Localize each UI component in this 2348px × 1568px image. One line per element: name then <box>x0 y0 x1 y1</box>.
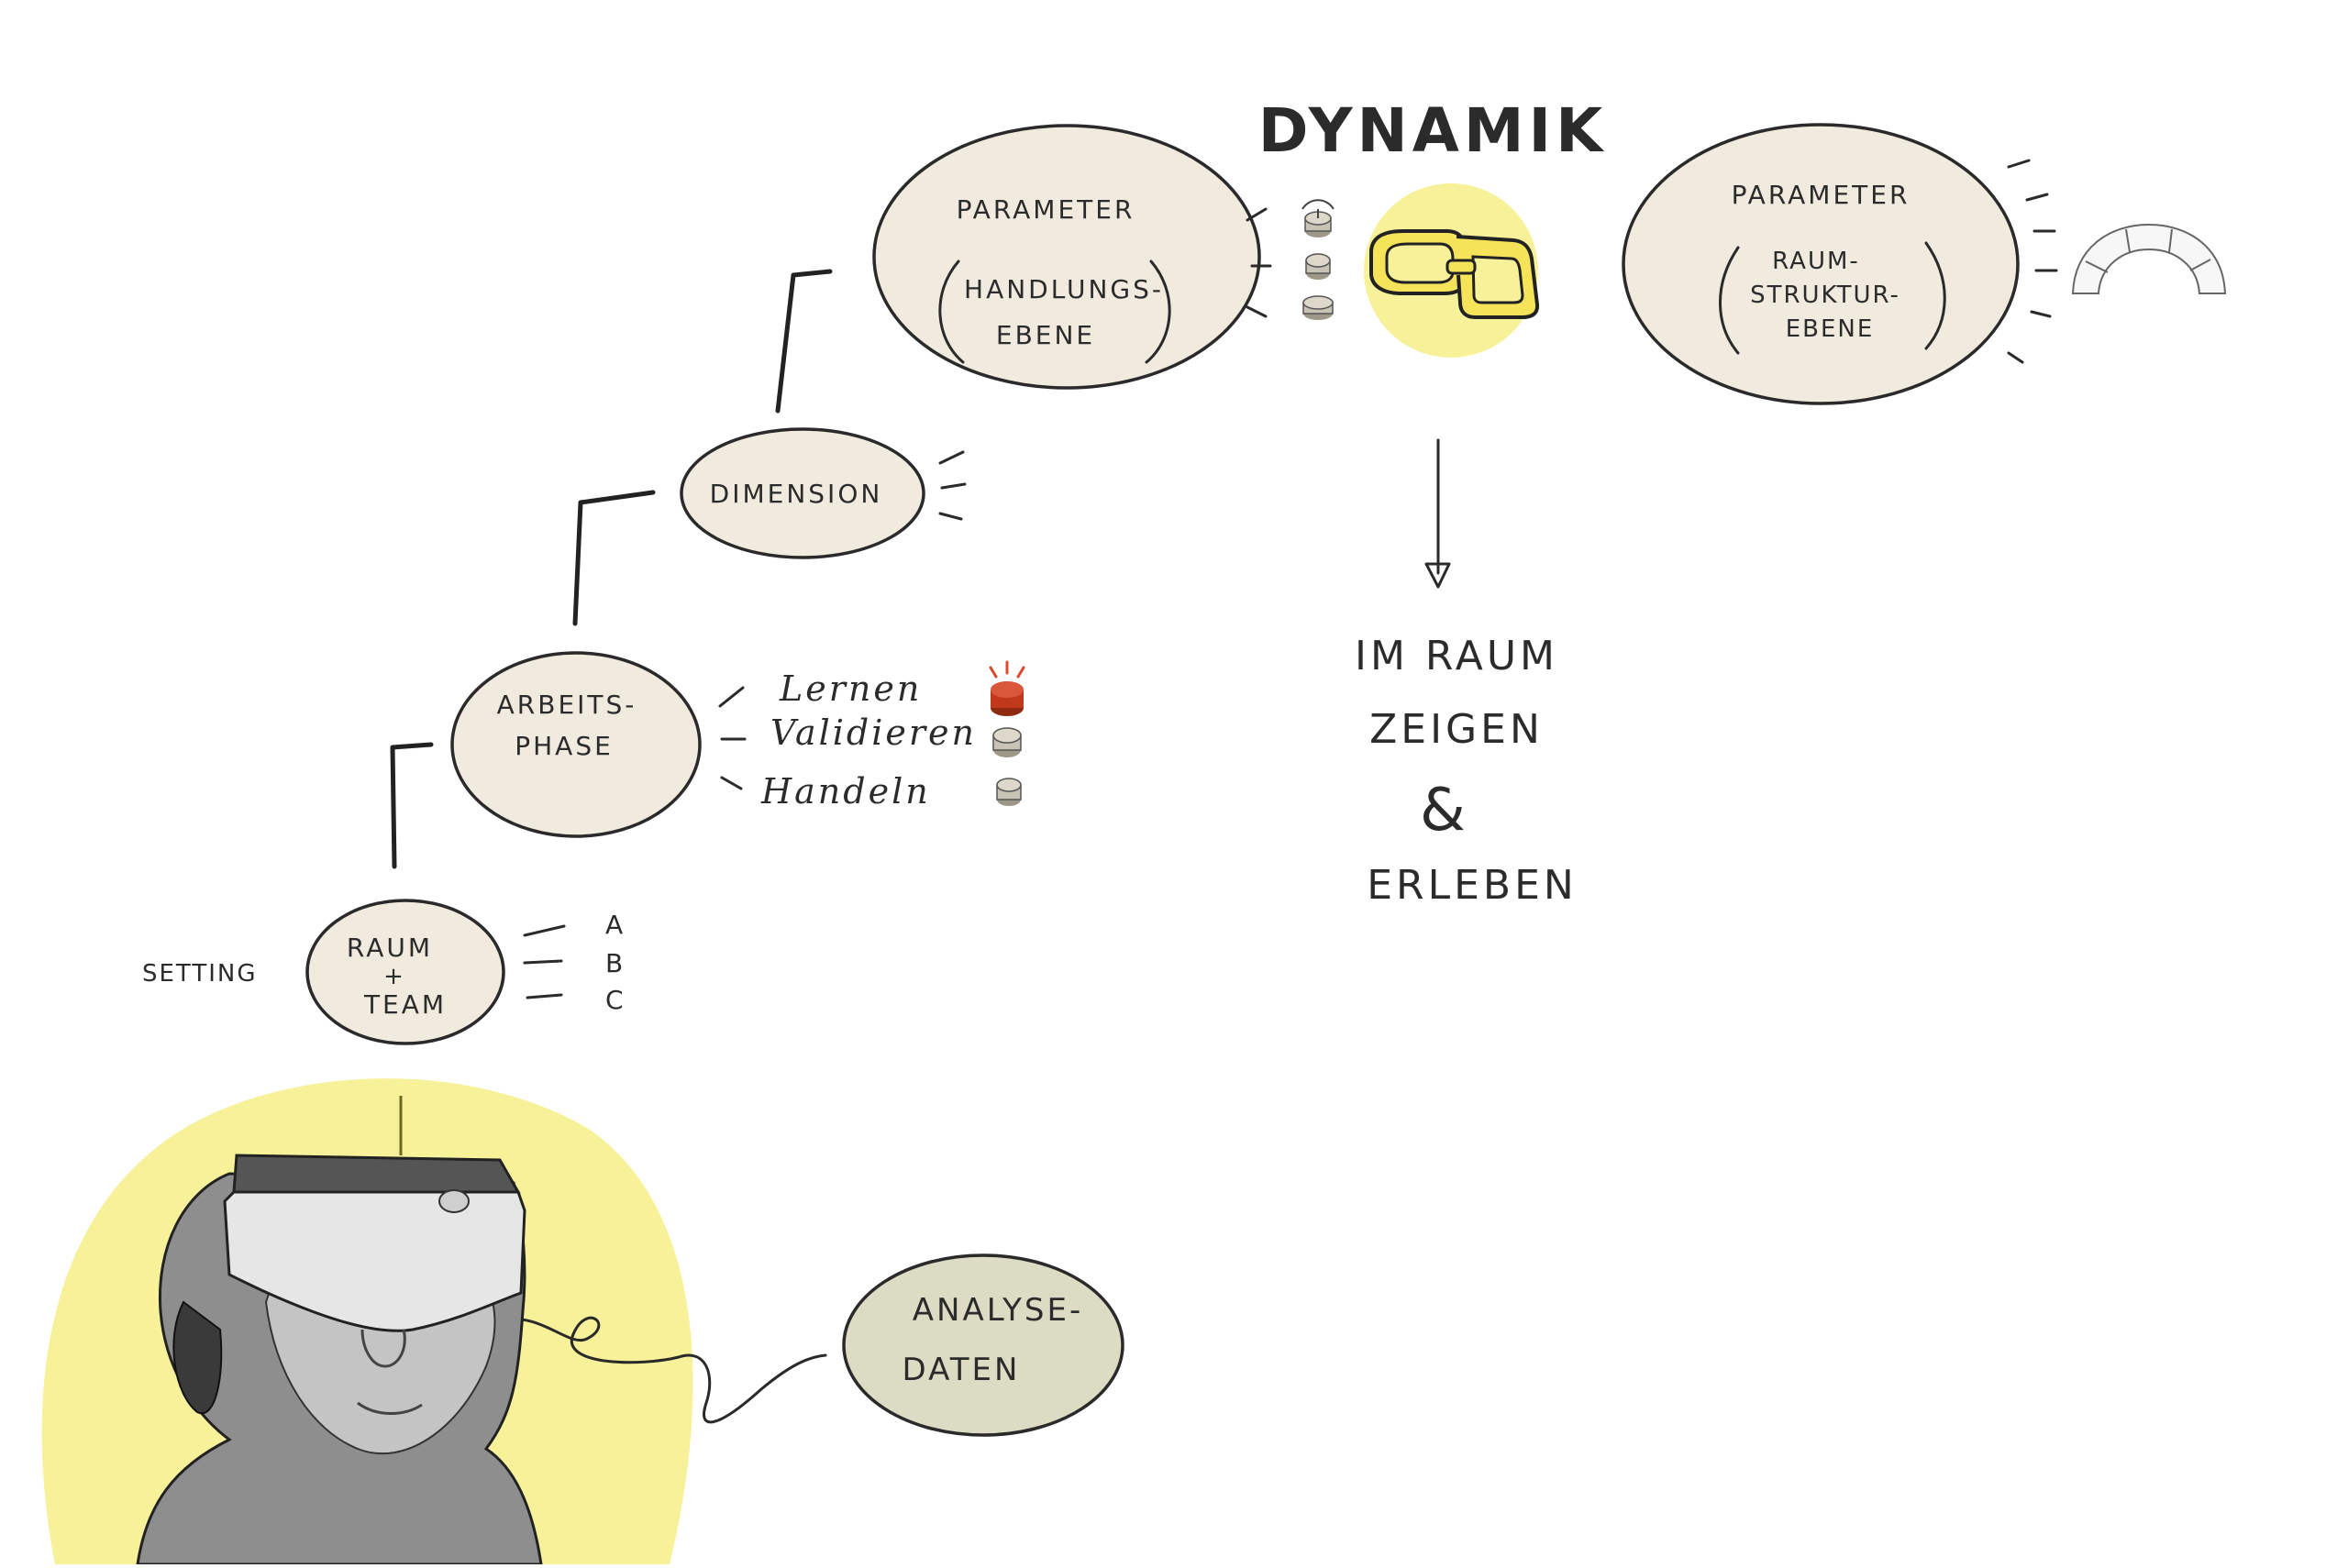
setting-label: SETTING <box>142 960 258 988</box>
connector-dimension-parameter <box>778 271 830 411</box>
outcome-line2: ZEIGEN <box>1369 706 1544 753</box>
raum-team-line3: TEAM <box>363 989 447 1020</box>
phase-handeln-button[interactable] <box>997 778 1021 806</box>
dimension-ticks <box>940 452 965 519</box>
vr-user-illustration <box>138 1155 541 1564</box>
action-knob-middle[interactable] <box>1306 254 1330 280</box>
phase-ticks <box>720 688 745 789</box>
action-knob-wide[interactable] <box>1303 296 1333 320</box>
outcome-line4: ERLEBEN <box>1367 862 1578 909</box>
phase-validieren: Validieren <box>770 712 977 753</box>
parameter-handlung-title: PARAMETER <box>957 194 1135 225</box>
parameter-handlung-line2: EBENE <box>996 320 1095 350</box>
arch-space-icon <box>2073 225 2225 293</box>
phase-validieren-button[interactable] <box>993 728 1021 757</box>
team-option-ticks <box>525 926 564 998</box>
phase-handeln: Handeln <box>760 771 931 812</box>
node-raum-team <box>307 900 504 1043</box>
dynamik-title: DYNAMIK <box>1258 95 1607 166</box>
parameter-raum-line3: EBENE <box>1786 315 1875 343</box>
team-option-c: C <box>605 985 626 1015</box>
dimension-label: DIMENSION <box>710 479 883 509</box>
parameter-raum-line2: STRUKTUR- <box>1750 282 1900 309</box>
raum-team-line1: RAUM <box>347 933 433 963</box>
analyse-line1: ANALYSE- <box>913 1292 1083 1329</box>
team-option-b: B <box>605 948 626 978</box>
node-analyse-daten <box>844 1255 1123 1435</box>
connector-arbeitsphase-dimension <box>575 492 653 624</box>
arbeitsphase-line2: PHASE <box>515 731 614 761</box>
action-knob-timer[interactable] <box>1302 200 1334 237</box>
connector-raumteam-arbeitsphase <box>393 745 431 867</box>
outcome-line3: & <box>1420 777 1469 845</box>
team-option-a: A <box>605 910 626 940</box>
phase-lernen-button[interactable] <box>991 662 1024 716</box>
analyse-line2: DATEN <box>903 1352 1021 1388</box>
arbeitsphase-line1: ARBEITS- <box>497 690 637 720</box>
phase-lernen: Lernen <box>779 668 922 709</box>
raum-team-line2: + <box>383 963 405 990</box>
parameter-handlung-line1: HANDLUNGS- <box>964 274 1164 304</box>
outcome-line1: IM RAUM <box>1355 633 1558 679</box>
parameter-raum-line1: RAUM- <box>1772 248 1860 275</box>
parameter-raum-title: PARAMETER <box>1732 180 1911 210</box>
